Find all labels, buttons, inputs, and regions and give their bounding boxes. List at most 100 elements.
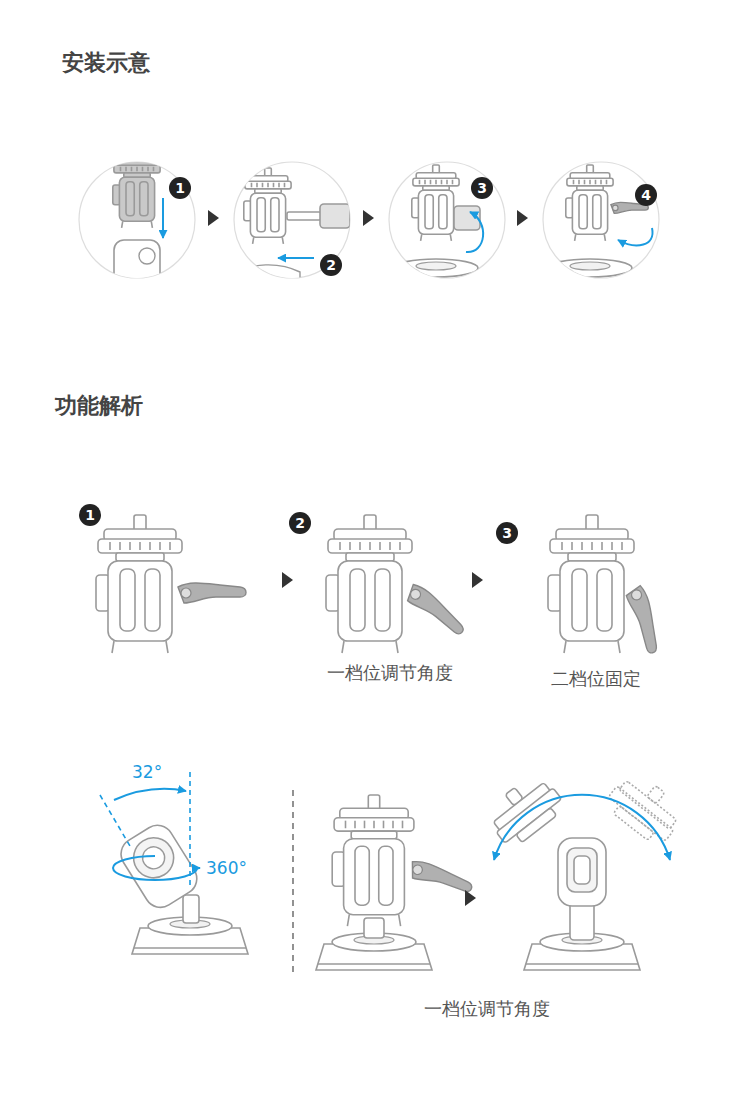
mount-head	[244, 168, 291, 244]
illustration-part	[419, 180, 421, 184]
illustration-part	[278, 183, 280, 187]
illustration-part	[178, 583, 246, 603]
illustration-part	[373, 821, 375, 829]
mount-head	[412, 165, 459, 241]
callout-number: 2	[289, 512, 311, 534]
illustration-part	[421, 234, 422, 241]
illustration-part	[114, 165, 160, 173]
install-step	[532, 165, 653, 296]
illustration-part	[256, 183, 258, 187]
illustration-part	[411, 864, 423, 876]
caption: 一档位调节角度	[327, 662, 453, 684]
illustration-part	[601, 542, 603, 550]
illustration-part	[342, 641, 344, 653]
illustration-part	[134, 947, 246, 949]
illustration-part	[122, 221, 123, 228]
illustration-part	[349, 542, 351, 550]
illustration-part	[116, 553, 164, 561]
illustration-part	[561, 542, 563, 550]
caption: 二档位固定	[551, 668, 641, 690]
illustration-part	[608, 786, 673, 841]
illustration-part	[129, 542, 131, 550]
illustration-part	[568, 553, 616, 561]
illustration-part	[145, 569, 160, 631]
illustration-part	[481, 769, 567, 851]
step-arrow	[208, 210, 219, 226]
illustration-part	[572, 190, 607, 234]
illustration-part	[347, 915, 349, 926]
motion-arrow	[278, 257, 314, 259]
illustration-part	[120, 569, 135, 631]
illustration-part	[413, 178, 459, 186]
illustration-part	[403, 581, 468, 640]
illustration-part	[595, 180, 597, 184]
mount-head	[113, 152, 160, 228]
illustration-part	[567, 848, 597, 892]
illustration-part	[125, 167, 127, 171]
illustration-part	[147, 167, 149, 171]
illustration-part	[604, 234, 605, 241]
illustration-part	[139, 248, 155, 264]
illustration-part	[572, 569, 587, 631]
illustration-part	[236, 265, 300, 290]
illustration-part	[350, 569, 365, 631]
illustration-part	[262, 183, 264, 187]
illustration-part	[169, 542, 171, 550]
illustration-part	[591, 542, 593, 550]
illustration-part	[571, 542, 573, 550]
illustration-part	[399, 915, 401, 926]
illustration-part	[181, 588, 191, 598]
illustration-part	[516, 808, 557, 843]
illustration-part	[389, 542, 391, 550]
illustration-part	[369, 542, 371, 550]
illustration-part	[392, 821, 394, 829]
illustration-part	[131, 167, 133, 171]
illustration-part	[570, 262, 610, 270]
illustration-part	[318, 963, 430, 965]
step-arrow	[517, 210, 528, 226]
mount-head	[566, 165, 649, 241]
illustration-part	[267, 183, 269, 187]
angle-label: 360°	[206, 858, 247, 878]
illustration-part	[394, 259, 478, 277]
illustration-part	[328, 539, 412, 553]
illustration-part	[593, 195, 601, 229]
illustration-part	[575, 234, 576, 241]
mount-head	[96, 515, 246, 653]
illustration-part	[573, 180, 575, 184]
callout-number: 4	[635, 184, 657, 206]
callout-number: 1	[79, 504, 101, 526]
illustration-part	[560, 561, 624, 641]
illustration-part	[399, 542, 401, 550]
illustration-part	[618, 641, 620, 653]
illustration-part	[526, 963, 638, 965]
illustration-part	[574, 856, 590, 884]
illustration-part	[600, 180, 602, 184]
illustration-part	[589, 180, 591, 184]
illustration-part	[183, 895, 199, 923]
illustration-part	[109, 542, 111, 550]
illustration-part	[424, 180, 426, 184]
angle-label: 32°	[132, 762, 162, 782]
mount-base	[532, 259, 648, 296]
illustration-part	[114, 240, 160, 302]
mount-base	[378, 259, 494, 296]
illustration-part	[564, 641, 566, 653]
illustration-part	[579, 195, 587, 229]
illustration-part	[418, 190, 453, 234]
illustration-part	[151, 221, 152, 228]
illustration-part	[120, 167, 122, 171]
motion-arrow	[618, 228, 653, 245]
illustration-part	[441, 180, 443, 184]
step-arrow	[363, 210, 374, 226]
illustration-part	[647, 785, 665, 803]
illustration-part	[567, 178, 613, 186]
illustration-part	[166, 641, 168, 653]
install-step	[113, 152, 163, 302]
illustration-part	[140, 182, 148, 216]
illustration-part	[108, 561, 172, 641]
illustration-part	[339, 542, 341, 550]
illustration-part	[534, 289, 646, 291]
